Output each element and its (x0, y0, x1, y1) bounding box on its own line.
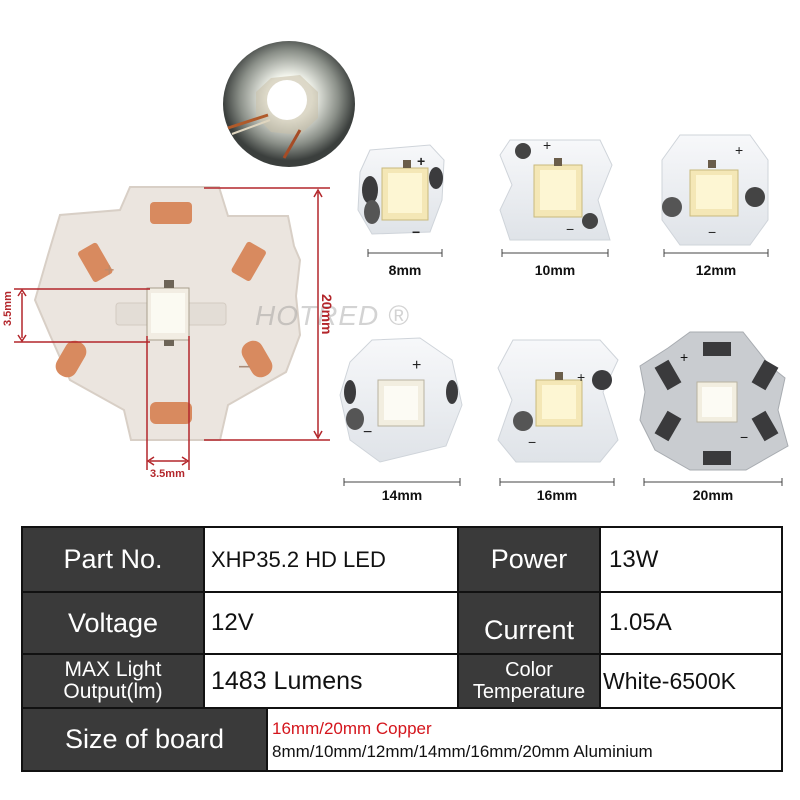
max-light-label-line2: Output(lm) (63, 680, 163, 703)
lit-led-photo (223, 41, 355, 167)
svg-text:+: + (680, 349, 688, 365)
board-8mm: + − (357, 144, 445, 240)
color-temperature-label: Color Temperature (459, 655, 599, 707)
spec-table: Part No. XHP35.2 HD LED Power 13W Voltag… (21, 526, 783, 772)
current-label: Current (459, 593, 599, 653)
svg-text:−: − (708, 224, 716, 240)
copper-20mm-board: + − (33, 186, 302, 441)
board-size-copper: 16mm/20mm Copper (272, 718, 432, 738)
part-no-label: Part No. (23, 528, 203, 591)
svg-text:−: − (363, 424, 372, 441)
svg-text:+: + (543, 137, 551, 153)
size-label-8mm: 8mm (388, 262, 422, 278)
board-size-value: 16mm/20mm Copper 8mm/10mm/12mm/14mm/16mm… (268, 709, 781, 770)
minus-sign: − (238, 354, 251, 379)
svg-text:+: + (412, 357, 421, 374)
max-light-label-line1: MAX Light (64, 658, 162, 681)
size-label-10mm: 10mm (534, 262, 576, 278)
power-value: 13W (601, 528, 781, 591)
svg-text:+: + (735, 142, 743, 158)
board-16mm: + − (497, 339, 619, 463)
brand-watermark: HOTRED ® (255, 300, 410, 331)
board-14mm: + − (339, 337, 463, 463)
svg-text:+: + (417, 153, 425, 169)
dim-board-diameter: 20mm (319, 294, 335, 335)
size-label-14mm: 14mm (381, 487, 423, 503)
board-20mm: + − (639, 331, 789, 471)
dim-chip-height: 3.5mm (2, 291, 14, 326)
svg-text:−: − (528, 434, 536, 450)
power-label: Power (459, 528, 599, 591)
svg-text:+: + (577, 369, 585, 385)
size-label-12mm: 12mm (695, 262, 737, 278)
color-temperature-value: White-6500K (601, 655, 781, 707)
voltage-value: 12V (205, 593, 457, 653)
voltage-label: Voltage (23, 593, 203, 653)
current-value: 1.05A (601, 593, 781, 653)
product-illustration: + − + − (14, 41, 789, 486)
color-temperature-label-line2: Temperature (472, 681, 586, 703)
plus-sign: + (104, 260, 115, 280)
board-12mm: + − (661, 134, 769, 246)
color-temperature-label-line1: Color (505, 659, 553, 681)
dimension-lines (14, 187, 330, 470)
svg-text:−: − (412, 224, 420, 240)
svg-text:−: − (740, 429, 748, 445)
max-light-label: MAX Light Output(lm) (23, 655, 203, 707)
size-label-16mm: 16mm (536, 487, 578, 503)
board-size-label: Size of board (23, 709, 266, 770)
size-label-20mm: 20mm (692, 487, 734, 503)
svg-text:−: − (566, 221, 574, 237)
part-no-value: XHP35.2 HD LED (205, 528, 457, 591)
max-light-value: 1483 Lumens (205, 655, 457, 707)
board-10mm: + − (499, 137, 613, 241)
board-size-aluminium: 8mm/10mm/12mm/14mm/16mm/20mm Aluminium (272, 741, 653, 761)
dim-chip-width: 3.5mm (150, 468, 185, 480)
